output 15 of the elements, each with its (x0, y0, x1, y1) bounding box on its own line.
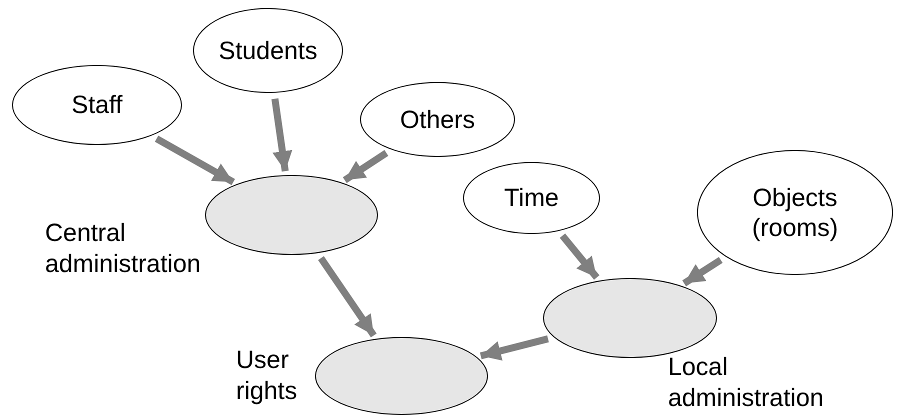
node-label: Staff (72, 90, 122, 120)
node-label: Others (400, 104, 476, 134)
node-label: Students (218, 36, 318, 66)
node-caption: Central administration (45, 218, 202, 280)
arrow (154, 136, 235, 186)
node-caption: Local administration (668, 352, 825, 414)
arrow (271, 98, 292, 172)
arrow (682, 257, 723, 286)
node-label: Objects (rooms) (750, 182, 840, 242)
node-label: Time (504, 183, 559, 213)
node-caption: User rights (236, 345, 298, 408)
arrow (342, 150, 388, 184)
arrow (560, 233, 600, 280)
arrow (480, 335, 549, 361)
arrow (318, 256, 377, 338)
